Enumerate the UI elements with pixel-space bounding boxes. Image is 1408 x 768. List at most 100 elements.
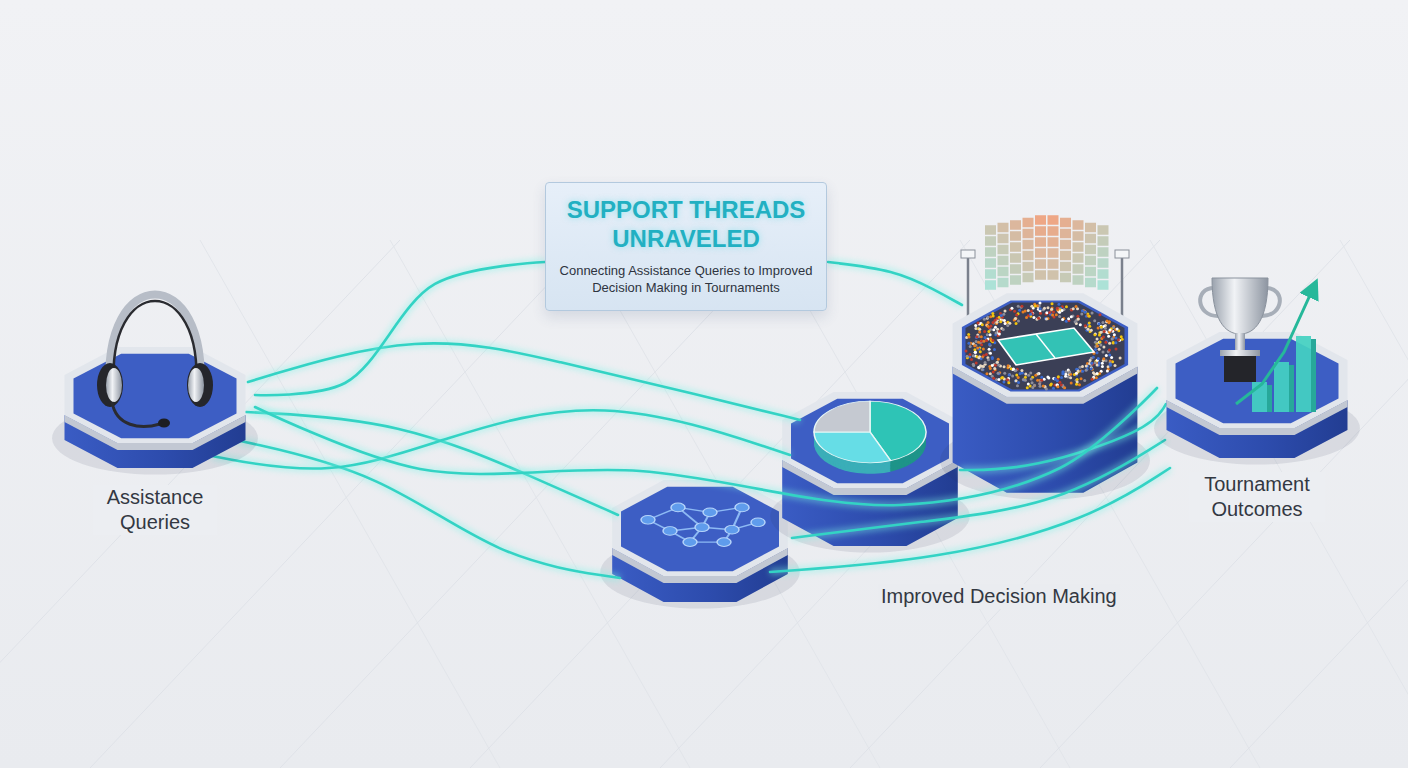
crowd-dot	[1102, 357, 1105, 360]
crowd-dot	[1091, 362, 1094, 365]
grid-line	[1150, 240, 1408, 768]
crowd-dot	[986, 333, 989, 336]
network-dot	[717, 538, 731, 547]
crowd-dot	[997, 372, 1000, 375]
crowd-dot	[1091, 378, 1094, 381]
node-illustration	[1154, 278, 1360, 465]
crowd-dot	[1031, 381, 1034, 384]
crowd-dot	[1008, 322, 1011, 325]
crowd-dot	[995, 361, 998, 364]
crowd-dot	[1100, 325, 1103, 328]
crowd-dot	[986, 324, 989, 327]
crowd-dot	[1112, 325, 1115, 328]
screen-cell	[1035, 259, 1046, 269]
crowd-dot	[1075, 383, 1078, 386]
crowd-dot	[1017, 319, 1020, 322]
screen-cell	[1085, 278, 1096, 288]
network-dot	[683, 538, 697, 547]
screen-cell	[1023, 229, 1034, 239]
crowd-dot	[1004, 322, 1007, 325]
growth-bar-side	[1289, 365, 1294, 412]
hex-top	[791, 399, 949, 484]
crowd-dot	[1017, 305, 1020, 308]
crowd-dot	[967, 342, 970, 345]
crowd-dot	[1029, 384, 1032, 387]
crowd-dot	[967, 333, 970, 336]
screen-cell	[1035, 237, 1046, 247]
crowd-dot	[1015, 313, 1018, 316]
crowd-dot	[970, 358, 973, 361]
crowd-dot	[1078, 383, 1081, 386]
crowd-dot	[1106, 369, 1109, 372]
crowd-dot	[1098, 348, 1101, 351]
screen-cell	[1073, 220, 1084, 230]
crowd-dot	[1020, 305, 1023, 308]
screen-cell	[1035, 270, 1046, 280]
wire-glow	[212, 410, 790, 468]
screen-cell	[1085, 234, 1096, 244]
crowd-dot	[1055, 313, 1058, 316]
subtitle-text: Connecting Assistance Queries to Improve…	[556, 262, 816, 296]
wire-core	[255, 388, 1157, 505]
screen-cell	[1098, 258, 1109, 268]
crowd-dot	[988, 365, 991, 368]
crowd-dot	[1109, 363, 1112, 366]
crowd-dot	[1008, 373, 1011, 376]
crowd-dot	[1120, 335, 1123, 338]
crowd-dot	[1094, 348, 1097, 351]
node-label: Tournament Outcomes	[1189, 472, 1325, 522]
court-net	[1036, 334, 1055, 358]
crowd-dot	[1088, 321, 1091, 324]
crowd-dot	[1048, 311, 1051, 314]
crowd-dot	[1101, 362, 1104, 365]
crowd-dot	[995, 332, 998, 335]
stadium-platform	[940, 215, 1150, 500]
crowd-dot	[996, 361, 999, 364]
crowd-dot	[1008, 373, 1011, 376]
crowd-dot	[1068, 371, 1071, 374]
crowd-dot	[1018, 309, 1021, 312]
wire-core	[792, 440, 1165, 538]
crowd-dot	[1101, 321, 1104, 324]
wire-core	[828, 262, 962, 305]
screen-cell	[998, 267, 1009, 277]
earcup-ring	[106, 368, 122, 402]
crowd-dot	[1079, 323, 1082, 326]
crowd-dot	[1054, 377, 1057, 380]
crowd-dot	[1030, 309, 1033, 312]
screen-cell	[1085, 245, 1096, 255]
crowd-dot	[1024, 376, 1027, 379]
crowd-dot	[1091, 312, 1094, 315]
screen-cell	[1048, 270, 1059, 280]
crowd-dot	[1004, 310, 1007, 313]
crowd-dot	[1065, 305, 1068, 308]
floodlight-pole	[1121, 258, 1124, 318]
crowd-dot	[1094, 341, 1097, 344]
section-label: Improved Decision Making	[878, 584, 1120, 609]
floodlight	[961, 250, 975, 258]
decorative-wire	[212, 410, 790, 468]
crowd-dot	[1094, 333, 1097, 336]
crowd-dot	[1113, 333, 1116, 336]
crowd-dot	[1025, 316, 1028, 319]
crowd-dot	[1095, 376, 1098, 379]
crowd-dot	[974, 351, 977, 354]
crowd-dot	[1090, 366, 1093, 369]
wire-glow	[255, 262, 545, 395]
crowd-dot	[1061, 309, 1064, 312]
crowd-dot	[1096, 373, 1099, 376]
crowd-dot	[1007, 365, 1010, 368]
crowd-dot	[1081, 365, 1084, 368]
crowd-dot	[1096, 344, 1099, 347]
crowd-dot	[1067, 317, 1070, 320]
crowd-dot	[978, 330, 981, 333]
crowd-dot	[1097, 322, 1100, 325]
crowd-dot	[992, 370, 995, 373]
screen-cell	[1048, 226, 1059, 236]
crowd-dot	[988, 343, 991, 346]
crowd-dot	[974, 351, 977, 354]
crowd-dot	[966, 355, 969, 358]
screen-cell	[998, 278, 1009, 288]
crowd-dot	[1096, 344, 1099, 347]
crowd-dot	[1084, 324, 1087, 327]
